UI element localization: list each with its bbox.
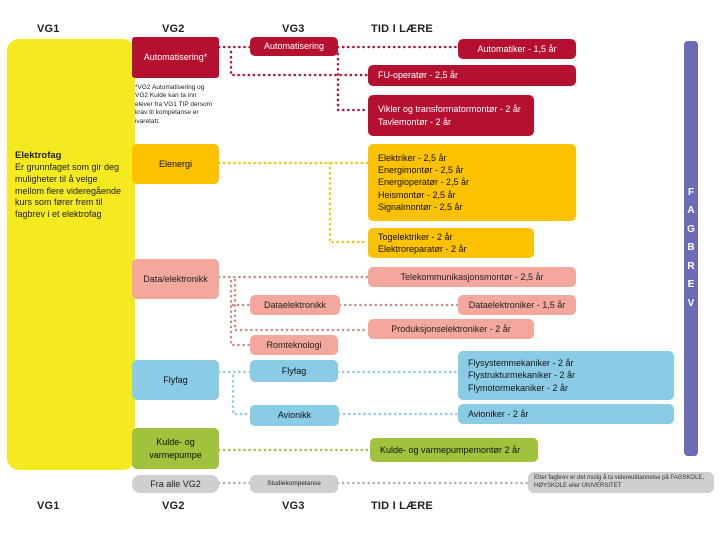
- vg2-fra-alle[interactable]: Fra alle VG2: [132, 475, 219, 493]
- laere-telekommunikasjon[interactable]: Telekommunikasjonsmontør - 2,5 år: [368, 267, 576, 287]
- vg3-avionikk[interactable]: Avionikk: [250, 405, 339, 426]
- vg2-flyfag[interactable]: Flyfag: [132, 360, 219, 400]
- laere-dataelektroniker[interactable]: Dataelektroniker - 1,5 år: [458, 295, 576, 315]
- automatisering-note: *VG2 Automatisering og VG2 Kulde kan ta …: [135, 84, 213, 125]
- vg2-automatisering[interactable]: Automatisering*: [132, 37, 219, 78]
- laere-fu-operator[interactable]: FU-operatør - 2,5 år: [368, 65, 576, 86]
- laere-tavlemontor: Tavlemontør - 2 år: [378, 116, 452, 127]
- elektrofag-title: Elektrofag: [15, 150, 62, 161]
- fagbrev-letter: F: [687, 186, 695, 198]
- flyfag-connectors: [217, 370, 460, 416]
- elektrofag-text: Er grunnfaget som gir deg muligheter til…: [15, 162, 122, 220]
- header-tid-bottom: TID I LÆRE: [371, 500, 433, 512]
- laere-elektriker-group[interactable]: Elektriker - 2,5 år Energimontør - 2,5 å…: [368, 144, 576, 221]
- fagbrev-letter: R: [687, 260, 695, 272]
- fagbrev-letter: A: [687, 205, 695, 217]
- fagbrev-letter: B: [687, 242, 695, 254]
- vg3-studiekompetanse[interactable]: Studiekompetanse: [250, 475, 338, 493]
- automatisering-connectors: [217, 45, 460, 112]
- laere-avioniker[interactable]: Avioniker - 2 år: [458, 404, 674, 424]
- laere-produksjonselektroniker[interactable]: Produksjonselektroniker - 2 år: [368, 319, 534, 339]
- laere-fly-group[interactable]: Flysystemmekaniker - 2 år Flystrukturmek…: [458, 351, 674, 400]
- laere-flystrukturmekaniker: Flystrukturmekaniker - 2 år: [468, 370, 576, 381]
- etter-fagbrev-box: Etter fagbrev er det mulig å ta videreut…: [528, 472, 714, 493]
- laere-energimontor: Energimontør - 2,5 år: [378, 165, 464, 176]
- laere-elektriker: Elektriker - 2,5 år: [378, 153, 447, 164]
- header-vg1-top: VG1: [37, 23, 60, 35]
- laere-flymotormekaniker: Flymotormekaniker - 2 år: [468, 382, 569, 393]
- laere-togelektriker-group[interactable]: Togelektriker - 2 år Elektroreparatør - …: [368, 228, 534, 258]
- header-tid-top: TID I LÆRE: [371, 23, 433, 35]
- vg3-romteknologi[interactable]: Romteknologi: [250, 335, 338, 355]
- fagbrev-letter: V: [687, 297, 695, 309]
- laere-togelektriker: Togelektriker - 2 år: [378, 231, 453, 242]
- header-vg3-top: VG3: [282, 23, 305, 35]
- vg3-automatisering[interactable]: Automatisering: [250, 37, 338, 56]
- laere-signalmontor: Signalmontør - 2,5 år: [378, 201, 463, 212]
- laere-vikler-tavle[interactable]: Vikler og transformatormontør - 2 år Tav…: [368, 95, 534, 136]
- header-vg1-bottom: VG1: [37, 500, 60, 512]
- laere-vikler: Vikler og transformatormontør - 2 år: [378, 104, 521, 115]
- fagbrev-letter: E: [687, 279, 695, 291]
- vg3-flyfag[interactable]: Flyfag: [250, 360, 338, 382]
- laere-heismontor: Heismontør - 2,5 år: [378, 189, 456, 200]
- elenergi-connectors: [217, 161, 372, 244]
- vg2-elenergi[interactable]: Elenergi: [132, 144, 219, 184]
- data-connectors: [217, 275, 460, 347]
- vg2-data-elektronikk[interactable]: Data/elektronikk: [132, 259, 219, 299]
- laere-energioperator: Energioperatør - 2,5 år: [378, 177, 470, 188]
- header-vg2-bottom: VG2: [162, 500, 185, 512]
- header-vg3-bottom: VG3: [282, 500, 305, 512]
- vg3-dataelektronikk[interactable]: Dataelektronikk: [250, 295, 340, 315]
- elektrofag-box: Elektrofag Er grunnfaget som gir deg mul…: [7, 39, 135, 470]
- laere-elektroreparator: Elektroreparatør - 2 år: [378, 244, 467, 254]
- fagbrev-bar: F A G B R E V: [684, 41, 698, 456]
- laere-flysystemmekaniker: Flysystemmekaniker - 2 år: [468, 358, 574, 369]
- header-vg2-top: VG2: [162, 23, 185, 35]
- laere-automatiker[interactable]: Automatiker - 1,5 år: [458, 39, 576, 59]
- laere-kulde-varmepumpemontor[interactable]: Kulde- og varmepumpemontør 2 år: [370, 438, 538, 462]
- vg2-kulde-varmepumpe[interactable]: Kulde- og varmepumpe: [132, 428, 219, 469]
- fagbrev-letter: G: [687, 223, 695, 235]
